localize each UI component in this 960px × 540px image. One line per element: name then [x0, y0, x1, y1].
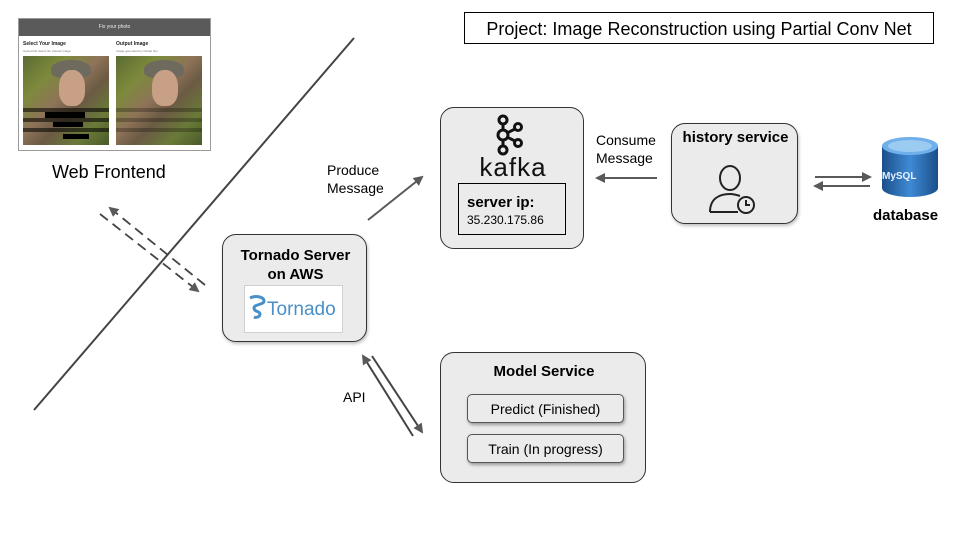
produce-message-label: Produce Message: [327, 162, 384, 196]
database-label: database: [873, 207, 939, 224]
kafka-logo-icon: [496, 114, 523, 156]
train-status-pill: Train (In progress): [467, 434, 624, 463]
tornado-swirl-icon: [249, 295, 266, 319]
server-ip-label: server ip:: [467, 194, 535, 211]
database-cylinder-icon: [882, 137, 938, 197]
server-ip-value: 35.230.175.86: [467, 213, 544, 227]
project-title: Project: Image Reconstruction using Part…: [464, 12, 934, 44]
diagonal-divider: [33, 37, 355, 411]
predict-status-pill: Predict (Finished): [467, 394, 624, 423]
screenshot-header: Fix your photo: [19, 19, 210, 36]
tornado-logo: Tornado: [244, 285, 343, 333]
user-clock-icon: [709, 165, 755, 214]
screenshot-left-heading: Select Your Image: [23, 41, 66, 47]
api-label: API: [343, 389, 366, 405]
history-service-label: history service: [682, 129, 789, 146]
history-service-node: history service: [671, 123, 798, 224]
tornado-server-label: Tornado Server on AWS: [240, 247, 351, 283]
tornado-logo-text: Tornado: [267, 299, 336, 320]
api-response-arrow: [361, 354, 414, 437]
input-photo: [23, 56, 109, 145]
frontend-response-arrow: [99, 213, 200, 293]
model-service-node: Model Service Predict (Finished) Train (…: [440, 352, 646, 483]
screenshot-right-subtext: Image generated by Partial Net: [116, 49, 158, 53]
screenshot-right-heading: Output Image: [116, 41, 149, 47]
web-frontend-label: Web Frontend: [52, 162, 166, 182]
frontend-request-arrow: [108, 206, 206, 286]
produce-arrow: [367, 175, 424, 221]
web-frontend-screenshot: Fix your photo Select Your Image Upload …: [18, 18, 211, 151]
kafka-logo-text: kafka: [479, 152, 547, 182]
model-service-label: Model Service: [493, 363, 595, 380]
consume-message-label: Consume Message: [596, 132, 656, 166]
screenshot-left-subtext: Upload file Select file Upload Image: [23, 49, 71, 53]
api-request-arrow: [371, 355, 424, 434]
output-photo: [116, 56, 202, 145]
mysql-icon-text: MySQL: [882, 171, 917, 182]
server-ip-box: server ip: 35.230.175.86: [458, 183, 566, 235]
